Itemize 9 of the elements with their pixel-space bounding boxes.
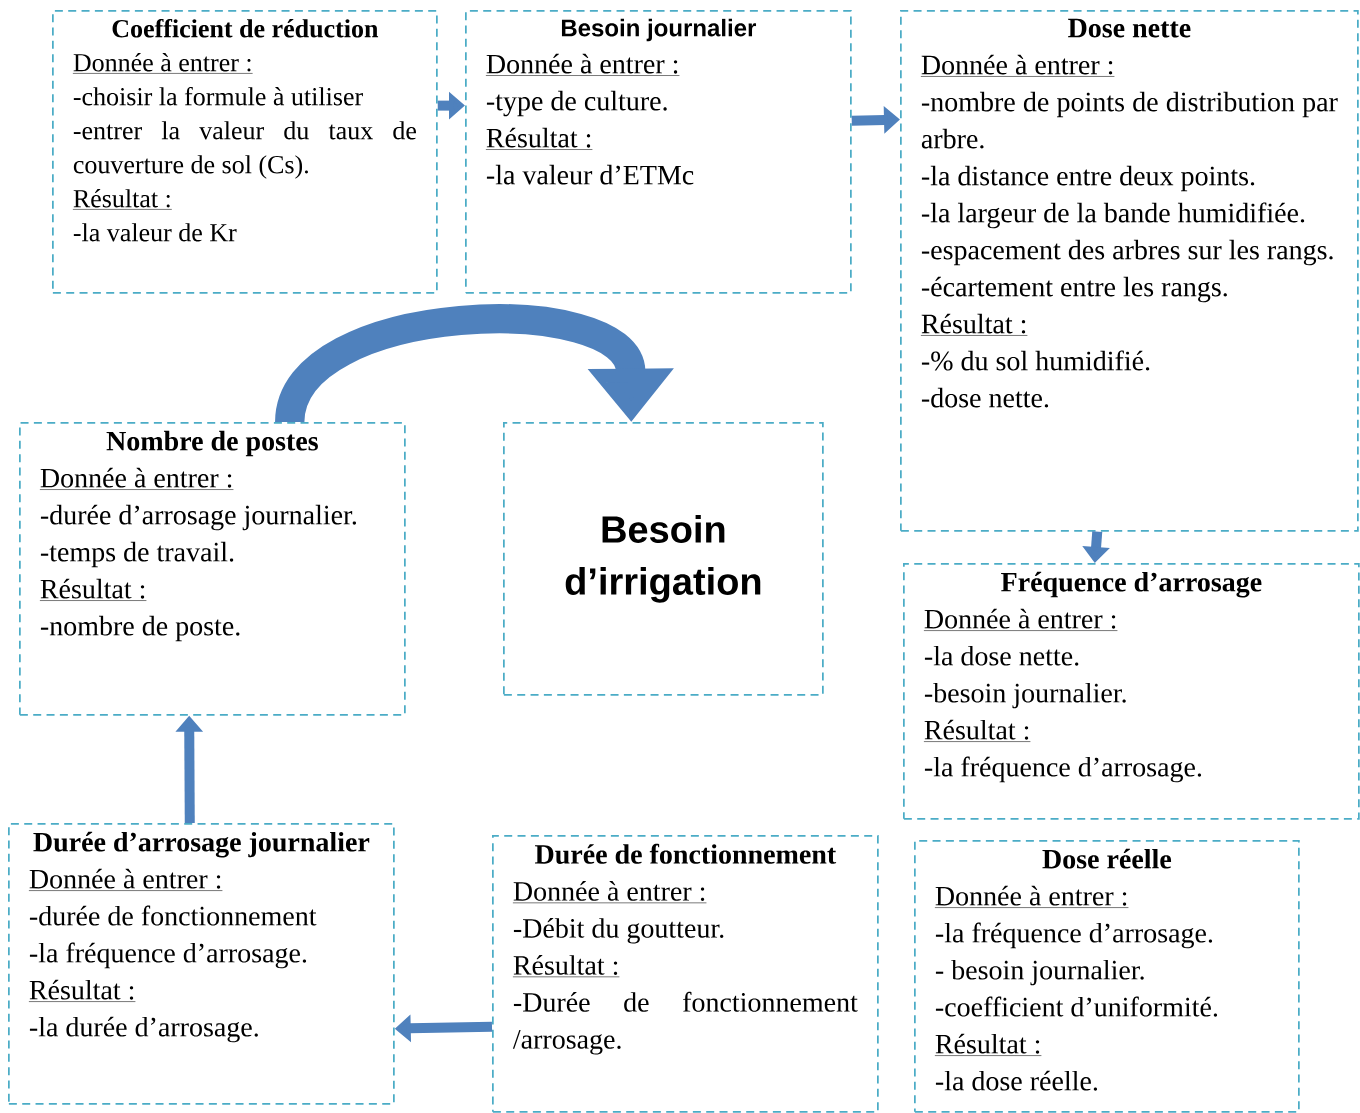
info-box: Dose réelle Donnée à entrer : -la fréquence d’arrosage. - besoin journalier. -coefficient d’uniformité. Résultat : -la dose réelle. (914, 840, 1300, 1113)
info-box: Nombre de postes Donnée à entrer : -durée d’arrosage journalier. -temps de travail. Résultat : -nombre de poste. (19, 422, 406, 716)
info-box: Durée d’arrosage journalier Donnée à entrer : -durée de fonctionnement -la fréquence d’arrosage. Résultat : -la durée d’arrosage. (8, 823, 395, 1105)
info-box: Fréquence d’arrosage Donnée à entrer : -la dose nette. -besoin journalier. Résultat : -la fréquence d’arrosage. (903, 563, 1360, 820)
title-box: Besoin d’irrigation (503, 422, 824, 696)
info-box: Durée de fonctionnement Donnée à entrer : -Débit du goutteur. Résultat : -Durée de fonctionnement /arrosage. (492, 835, 879, 1113)
info-box: Besoin journalier Donnée à entrer : -type de culture. Résultat : -la valeur d’ETMc (465, 10, 852, 294)
info-box: Dose nette Donnée à entrer : -nombre de points de distribution par arbre. -la distance entre deux points. -la largeur de la bande humidifiée. -espacement des arbres sur les rangs. -écartement entre les rangs. Résultat : -% du sol humidifié. -dose nette. (900, 10, 1359, 532)
info-box: Coefficient de réduction Donnée à entrer : -choisir la formule à utiliser -entrer la valeur du taux de couverture de sol (Cs). Résultat : -la valeur de Kr (52, 10, 438, 294)
